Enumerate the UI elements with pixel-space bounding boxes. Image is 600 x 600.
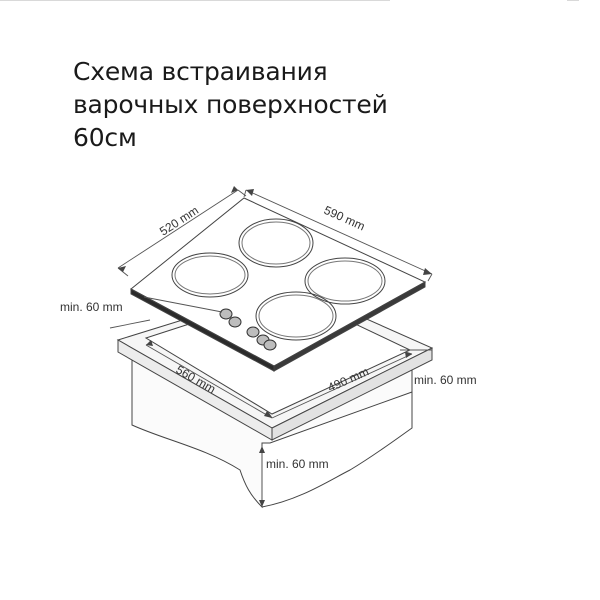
burner-back-right — [304, 257, 386, 305]
dimension-lines — [109, 189, 433, 507]
dimension-arrowheads — [118, 186, 432, 507]
label-clearance-side: min. 60 mm — [414, 373, 477, 387]
knob-2-icon — [228, 316, 242, 328]
cabinet-bottom-curve — [261, 392, 413, 508]
control-knobs — [219, 308, 277, 351]
title-line-1: Схема встраивания — [73, 57, 328, 86]
hob-panel-edge-side — [273, 281, 426, 372]
burner-back-left-inner — [241, 221, 311, 265]
countertop-side-edge — [271, 347, 433, 441]
burner-front-right — [255, 291, 337, 341]
top-divider — [0, 0, 390, 1]
burner-back-left — [238, 218, 314, 268]
label-hob-width: 590 mm — [322, 203, 367, 233]
page-title: Схема встраивания варочных поверхностей … — [73, 55, 388, 154]
knob-1-icon — [219, 308, 233, 320]
knob-5-icon — [263, 339, 277, 351]
knob-3-icon — [246, 326, 260, 338]
label-clearance-front: min. 60 mm — [266, 457, 329, 471]
burner-front-right-inner — [258, 294, 334, 338]
top-divider-fragment — [567, 0, 579, 1]
title-line-2: варочных поверхностей — [73, 90, 388, 119]
burner-front-left-inner — [174, 255, 246, 295]
label-hob-depth: 520 mm — [157, 203, 201, 238]
burner-back-right-inner — [307, 260, 383, 302]
title-line-3: 60см — [73, 123, 137, 152]
burner-front-left — [171, 252, 249, 298]
label-clearance-back: min. 60 mm — [60, 300, 123, 314]
